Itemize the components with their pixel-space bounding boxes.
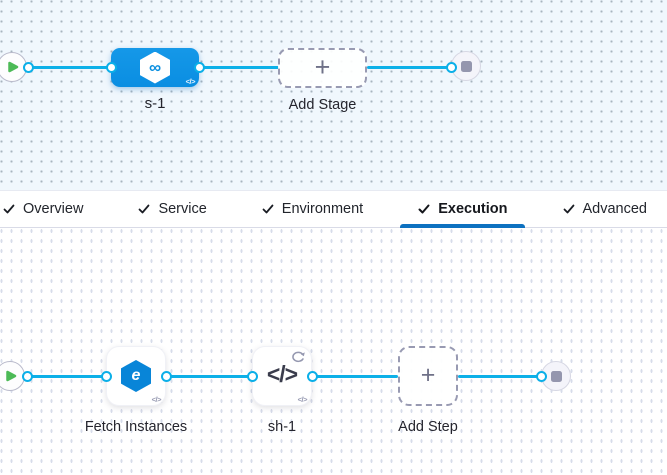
check-icon [418, 204, 430, 214]
check-icon [563, 204, 574, 214]
connector-port [105, 61, 117, 73]
step-node-fetch-instances[interactable]: e </> [106, 346, 166, 406]
execution-start-node [0, 361, 25, 391]
execution-graph-canvas[interactable]: e </> Fetch Instances </> </> sh-1 + Add… [0, 228, 667, 475]
code-badge-icon: </> [151, 394, 162, 404]
add-stage-label: Add Stage [288, 97, 357, 113]
fetch-instances-icon: e [121, 360, 151, 392]
connector-port [306, 370, 318, 382]
check-icon [3, 204, 15, 214]
connector-line [199, 65, 279, 69]
tab-label: Service [158, 201, 207, 217]
connector-port [160, 370, 172, 382]
tab-label: Overview [23, 201, 84, 217]
check-icon [139, 204, 150, 214]
stage-label: s-1 [144, 95, 166, 112]
loop-strategy-icon [292, 351, 305, 363]
shell-script-icon: </> [266, 360, 298, 387]
step-label: Fetch Instances [84, 419, 188, 435]
infinity-glyph: ∞ [148, 57, 162, 77]
connector-port [22, 61, 34, 73]
add-step-label: Add Step [398, 419, 458, 435]
tab-overview[interactable]: Overview [2, 191, 83, 227]
tab-label: Advanced [582, 201, 648, 217]
stop-icon [550, 370, 562, 382]
tab-label: Environment [281, 201, 364, 217]
step-node-sh-1[interactable]: </> </> [252, 346, 312, 406]
connector-line [312, 374, 398, 378]
tab-label: Execution [438, 201, 508, 217]
connector-port [535, 370, 547, 382]
connector-port [445, 61, 457, 73]
connector-line [28, 65, 111, 69]
connector-port [100, 370, 112, 382]
plus-icon: + [420, 360, 436, 389]
connector-line [166, 374, 252, 378]
tab-service[interactable]: Service [137, 191, 207, 227]
connector-port [193, 61, 205, 73]
connector-port [21, 370, 33, 382]
play-icon [8, 61, 19, 73]
tab-execution[interactable]: Execution [400, 191, 525, 228]
deploy-stage-icon: ∞ [140, 51, 170, 84]
fetch-glyph: e [131, 367, 141, 384]
tab-advanced[interactable]: Advanced [562, 191, 648, 227]
connector-line [367, 65, 451, 69]
stop-icon [460, 60, 472, 72]
step-label: sh-1 [267, 419, 297, 435]
connector-port [246, 370, 258, 382]
add-step-button[interactable]: + [398, 346, 458, 406]
plus-icon: + [314, 51, 331, 82]
add-stage-button[interactable]: + [278, 48, 367, 88]
stage-config-tabbar: Overview Service Environment Execution [0, 190, 667, 228]
connector-line [27, 374, 106, 378]
active-tab-underline [400, 224, 525, 228]
code-badge-icon: </> [297, 394, 308, 404]
code-badge-icon: </> [185, 76, 196, 86]
stage-graph-canvas[interactable]: ∞ </> s-1 + Add Stage [0, 0, 667, 190]
play-icon [6, 370, 17, 382]
tab-environment[interactable]: Environment [261, 191, 363, 227]
check-icon [262, 204, 274, 214]
connector-line [458, 374, 541, 378]
stage-node-s1[interactable]: ∞ </> [111, 48, 199, 87]
